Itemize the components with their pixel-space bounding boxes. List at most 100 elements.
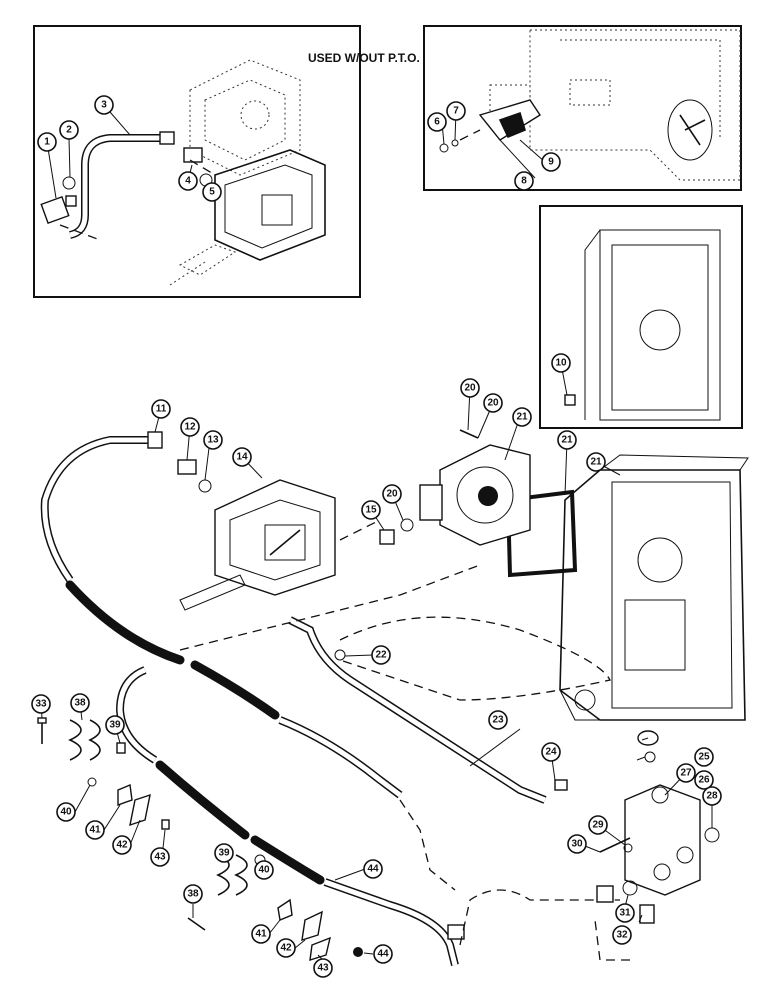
callout-30: 2 xyxy=(59,120,79,140)
callout-label: 8 xyxy=(521,176,527,187)
callout-40b: 40 xyxy=(254,860,274,880)
callout-label: 43 xyxy=(317,963,329,974)
callout-label: 1 xyxy=(44,137,50,148)
inset-frame-left xyxy=(33,25,361,298)
callout-20a: 12 xyxy=(180,417,200,437)
inset-frame-top-right xyxy=(423,25,742,191)
callout-21b: 20 xyxy=(382,484,402,504)
callout-label: 2 xyxy=(66,125,72,136)
callout-1: 30 xyxy=(567,834,587,854)
callout-3: 27 xyxy=(676,763,696,783)
callout-27: 20 xyxy=(460,378,480,398)
dash-route-6 xyxy=(339,519,381,541)
hydraulic-pump xyxy=(419,444,531,546)
callout-43b: 43 xyxy=(313,958,333,978)
pressure-line-22 xyxy=(40,431,403,799)
callout-8: 7 xyxy=(446,101,466,121)
callout-label: 7 xyxy=(453,106,459,117)
callout-2: 29 xyxy=(588,815,608,835)
dash-route-4 xyxy=(459,889,620,946)
callout-label: 20 xyxy=(464,383,476,394)
valve-block xyxy=(624,784,701,896)
leader-lines xyxy=(40,110,713,961)
callout-12: 23 xyxy=(488,710,508,730)
callout-label: 42 xyxy=(280,943,292,954)
callout-7: 6 xyxy=(427,112,447,132)
callout-label: 6 xyxy=(434,117,440,128)
callout-label: 42 xyxy=(116,840,128,851)
callout-label: 20 xyxy=(487,398,499,409)
callout-32: 4 xyxy=(178,171,198,191)
callout-29: 1 xyxy=(37,132,57,152)
inset-frame-right xyxy=(539,205,743,429)
inset-right-drawing xyxy=(564,229,721,421)
callout-label: 15 xyxy=(365,505,377,516)
callout-label: 40 xyxy=(60,807,72,818)
callout-38b: 38 xyxy=(183,884,203,904)
callout-label: 25 xyxy=(698,752,710,763)
tube-12 xyxy=(288,616,547,804)
callout-24: 44 xyxy=(363,859,383,879)
callout-label: 4 xyxy=(185,176,191,187)
rear-housing xyxy=(559,454,749,721)
callout-39a: 38 xyxy=(70,693,90,713)
gasket xyxy=(505,489,578,578)
callout-42b: 42 xyxy=(276,938,296,958)
callout-label: 43 xyxy=(154,852,166,863)
callout-label: 11 xyxy=(156,404,167,415)
callout-label: 39 xyxy=(218,848,230,859)
callout-label: 32 xyxy=(616,930,628,941)
callout-label: 21 xyxy=(590,457,602,468)
callout-41b: 41 xyxy=(251,924,271,944)
callout-43a: 42 xyxy=(112,835,132,855)
callout-label: 13 xyxy=(207,435,219,446)
callout-20c: 32 xyxy=(612,925,632,945)
callout-44b: 44 xyxy=(373,944,393,964)
callout-label: 38 xyxy=(187,889,199,900)
dash-route-2 xyxy=(339,616,611,701)
callout-5: 25 xyxy=(694,747,714,767)
callout-39b: 39 xyxy=(214,843,234,863)
callout-28: 20 xyxy=(483,393,503,413)
callout-22: 11 xyxy=(151,399,171,419)
callout-33: 5 xyxy=(202,182,222,202)
callout-6: 26 xyxy=(694,770,714,790)
hardware-left-lower xyxy=(187,854,363,961)
callout-13: 22 xyxy=(371,645,391,665)
callout-label: 33 xyxy=(35,699,47,710)
callout-label: 20 xyxy=(386,489,398,500)
dash-route-3 xyxy=(399,799,456,891)
callout-label: 40 xyxy=(258,865,270,876)
dash-route-1 xyxy=(179,564,481,651)
callout-label: 26 xyxy=(698,775,710,786)
callout-42a: 41 xyxy=(85,820,105,840)
callout-label: 38 xyxy=(74,698,86,709)
callout-label: 27 xyxy=(680,768,692,779)
fittings-misc xyxy=(177,429,720,924)
callout-23: 14 xyxy=(232,447,252,467)
return-line-24 xyxy=(115,666,465,966)
callout-14: 10 xyxy=(551,353,571,373)
callout-label: 5 xyxy=(209,187,215,198)
callout-label: 44 xyxy=(377,949,389,960)
inset-left-drawing xyxy=(40,59,326,286)
callout-label: 22 xyxy=(375,650,387,661)
control-valve xyxy=(179,479,336,611)
callout-label: 14 xyxy=(236,452,248,463)
note-used-without-pto: USED W/OUT P.T.O. xyxy=(308,51,420,65)
callout-label: 41 xyxy=(89,825,101,836)
callout-label: 12 xyxy=(184,422,196,433)
callout-label: 29 xyxy=(592,820,604,831)
callout-15: 21 xyxy=(586,452,606,472)
callout-label: 39 xyxy=(109,720,121,731)
callout-41a: 40 xyxy=(56,802,76,822)
callout-label: 21 xyxy=(561,435,573,446)
callout-label: 23 xyxy=(492,715,504,726)
callout-21c: 31 xyxy=(615,903,635,923)
callout-40a: 39 xyxy=(105,715,125,735)
callout-10: 9 xyxy=(541,152,561,172)
callout-11: 24 xyxy=(541,742,561,762)
callout-25: 21 xyxy=(512,407,532,427)
callout-4: 28 xyxy=(702,786,722,806)
